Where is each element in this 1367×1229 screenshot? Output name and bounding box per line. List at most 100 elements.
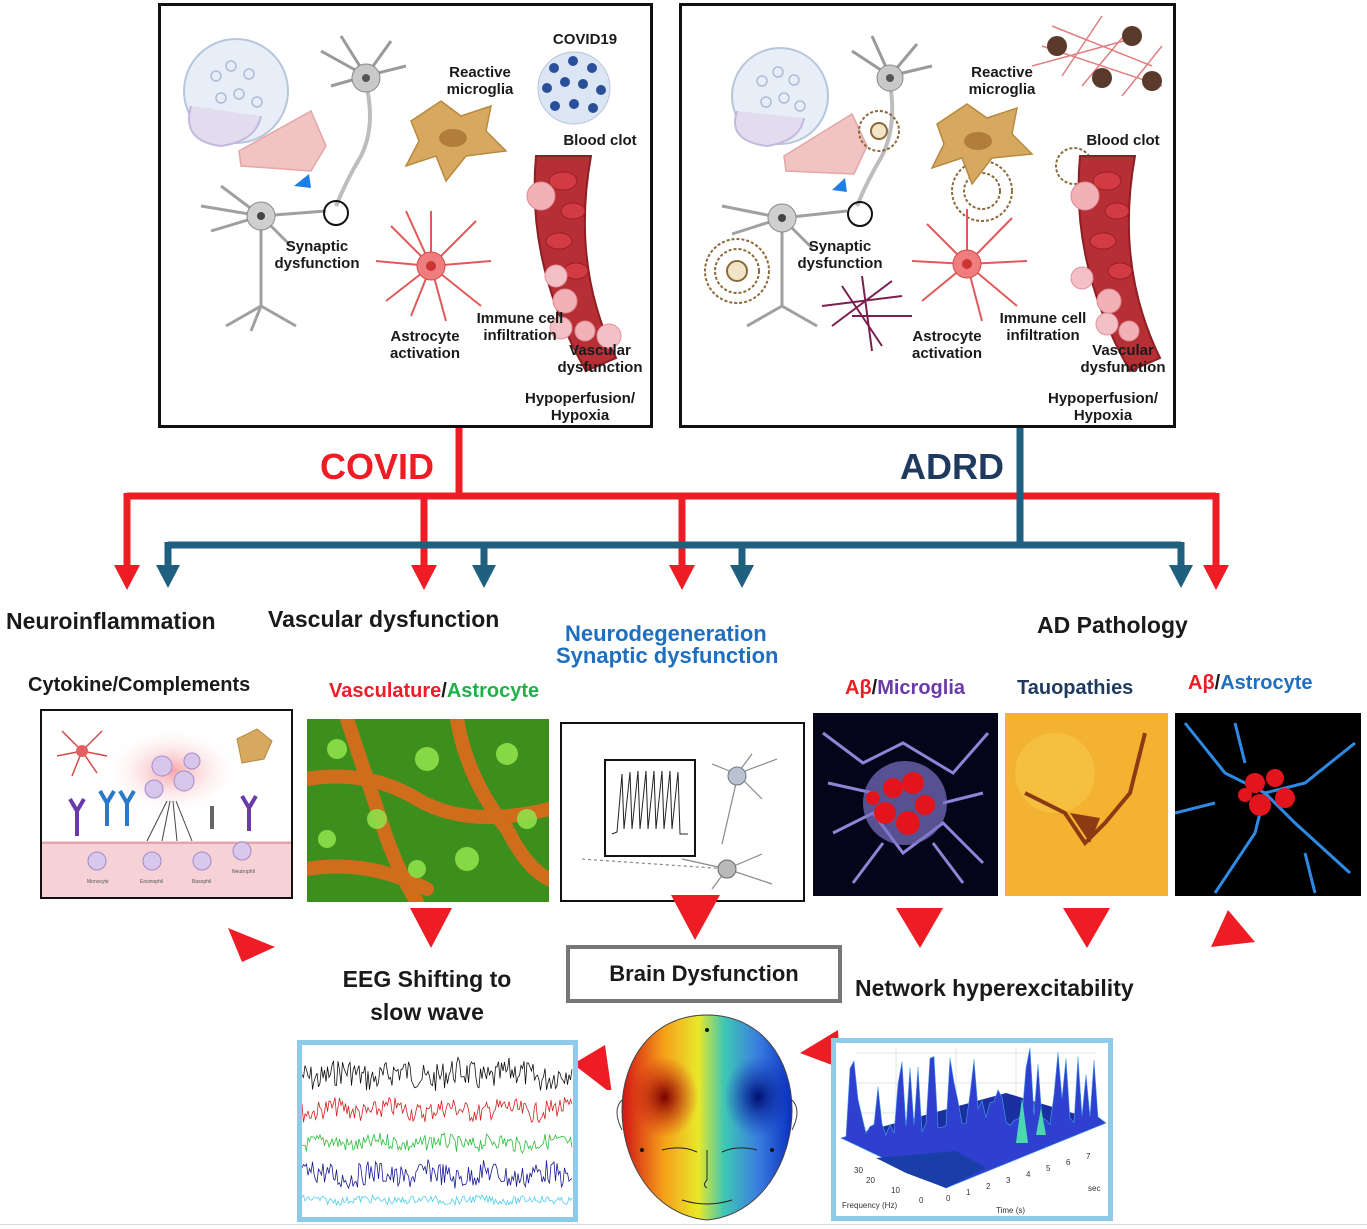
arrow-vasculature bbox=[410, 908, 452, 948]
neurodegeneration-panel bbox=[560, 722, 805, 902]
adrd-panel bbox=[679, 3, 1176, 428]
time-axis-label: Time (s) bbox=[996, 1206, 1025, 1215]
abeta-microglia-title: Aβ/Microglia bbox=[845, 677, 966, 699]
covid-branch-label: COVID bbox=[320, 446, 435, 487]
neuroinflammation-heading: Neuroinflammation bbox=[6, 608, 216, 634]
arrow-spectrogram-to-head bbox=[800, 1030, 840, 1068]
x-tick-2: 2 bbox=[986, 1182, 991, 1191]
vasculature-astrocyte-title: Vasculature/Astrocyte bbox=[329, 680, 540, 702]
eeg-trace bbox=[302, 1096, 573, 1124]
astrocyte-cell bbox=[911, 209, 1028, 322]
synaptic-dysfunction-heading: Synaptic dysfunction bbox=[556, 643, 779, 668]
x-tick-1: 1 bbox=[966, 1188, 971, 1197]
cytokine-illustration: Monocyte Eosinophil Basophil Neutrophil bbox=[42, 726, 291, 897]
neurodegeneration-heading: Neurodegeneration bbox=[565, 621, 767, 646]
dendrite-terminal bbox=[783, 112, 868, 175]
blood-clot-label: Blood clot bbox=[563, 132, 637, 149]
covid19-label: COVID19 bbox=[552, 31, 618, 48]
eeg-traces-panel bbox=[297, 1040, 578, 1222]
tauopathies-image bbox=[1005, 713, 1168, 896]
immune-cells bbox=[544, 264, 622, 349]
abeta-astrocyte-title: Aβ/Astrocyte bbox=[1188, 672, 1313, 694]
covid-connectors bbox=[123, 428, 1220, 565]
eeg-trace bbox=[302, 1193, 573, 1207]
arrow-eeg-to-head bbox=[573, 1045, 612, 1090]
activated-microglia-cluster bbox=[1031, 15, 1163, 97]
tau-tangle bbox=[821, 275, 912, 352]
arrow-tau bbox=[1063, 908, 1110, 948]
y-tick-10: 10 bbox=[891, 1186, 900, 1195]
abeta-microglia-image bbox=[813, 713, 998, 896]
blue-arrow-icon bbox=[832, 178, 847, 192]
top-neuron bbox=[320, 35, 407, 207]
brain-dysfunction-label: Brain Dysfunction bbox=[609, 961, 799, 986]
blood-vessel bbox=[1070, 155, 1162, 373]
x-tick-3: 3 bbox=[1006, 1176, 1011, 1185]
eeg-trace bbox=[302, 1159, 573, 1190]
x-tick-4: 4 bbox=[1026, 1170, 1031, 1179]
immune-cells bbox=[1070, 266, 1119, 336]
action-potential-illustration bbox=[581, 753, 778, 890]
cell-label-eosinophil: Eosinophil bbox=[140, 879, 163, 885]
tauopathies-title: Tauopathies bbox=[1017, 677, 1134, 699]
covid-panel bbox=[158, 3, 653, 428]
freq-axis-label: Frequency (Hz) bbox=[842, 1201, 897, 1210]
brain-dysfunction-box: Brain Dysfunction bbox=[566, 945, 842, 1003]
spectrogram-panel: Frequency (Hz) Time (s) sec 30 20 10 0 0… bbox=[831, 1038, 1113, 1221]
covid-arrowheads bbox=[114, 565, 1229, 590]
spectrogram: Frequency (Hz) Time (s) sec 30 20 10 0 0… bbox=[840, 1047, 1107, 1215]
bottom-arrows bbox=[228, 895, 1255, 1090]
cell-label-basophil: Basophil bbox=[192, 879, 211, 885]
x-tick-6: 6 bbox=[1066, 1158, 1071, 1167]
network-hyperexcitability-label: Network hyperexcitability bbox=[855, 975, 1134, 1001]
arrow-cytokine bbox=[228, 928, 275, 962]
covid-panel-art bbox=[183, 35, 622, 373]
dendrite-terminal bbox=[238, 109, 327, 172]
cell-label-monocyte: Monocyte bbox=[87, 879, 109, 885]
astrocyte-cell bbox=[375, 210, 492, 322]
covid19-virus-icon bbox=[537, 51, 611, 125]
synapse-circle bbox=[847, 201, 873, 227]
adrd-arrowheads bbox=[156, 565, 1193, 588]
microglia-cell bbox=[404, 100, 508, 183]
cytokine-title: Cytokine/Complements bbox=[28, 674, 251, 696]
sec-label: sec bbox=[1088, 1184, 1100, 1193]
hypoperfusion-label: Hypoperfusion/Hypoxia bbox=[1047, 390, 1158, 424]
ad-pathology-heading: AD Pathology bbox=[1037, 612, 1188, 638]
arrow-neurodegeneration bbox=[671, 895, 720, 940]
synapse-circle bbox=[323, 200, 349, 226]
hypoperfusion-label: Hypoperfusion/Hypoxia bbox=[524, 390, 635, 424]
abeta-astrocyte-image bbox=[1175, 713, 1361, 896]
blood-clot-label: Blood clot bbox=[1086, 132, 1160, 149]
blue-arrow-icon bbox=[294, 174, 311, 188]
cell-label-neutrophil: Neutrophil bbox=[232, 869, 255, 875]
x-tick-5: 5 bbox=[1046, 1164, 1051, 1173]
eeg-traces bbox=[302, 1056, 573, 1207]
adrd-branch-label: ADRD bbox=[900, 446, 1004, 487]
amyloid-plaques bbox=[704, 110, 1093, 304]
vascular-dysfunction-heading: Vascular dysfunction bbox=[268, 606, 500, 632]
y-tick-30: 30 bbox=[854, 1166, 863, 1175]
y-tick-0: 0 bbox=[919, 1196, 924, 1205]
left-neuron bbox=[721, 204, 848, 328]
top-neuron bbox=[851, 35, 933, 207]
cytokine-panel: Monocyte Eosinophil Basophil Neutrophil bbox=[40, 709, 293, 899]
x-tick-0: 0 bbox=[946, 1194, 951, 1203]
adrd-connectors bbox=[164, 428, 1185, 565]
left-neuron bbox=[200, 184, 327, 332]
vasculature-image bbox=[307, 719, 549, 902]
microglia-cell bbox=[930, 103, 1034, 186]
bottom-rule bbox=[0, 1224, 1367, 1225]
head-topography bbox=[616, 1014, 798, 1221]
arrow-astrocyte bbox=[1211, 910, 1255, 947]
